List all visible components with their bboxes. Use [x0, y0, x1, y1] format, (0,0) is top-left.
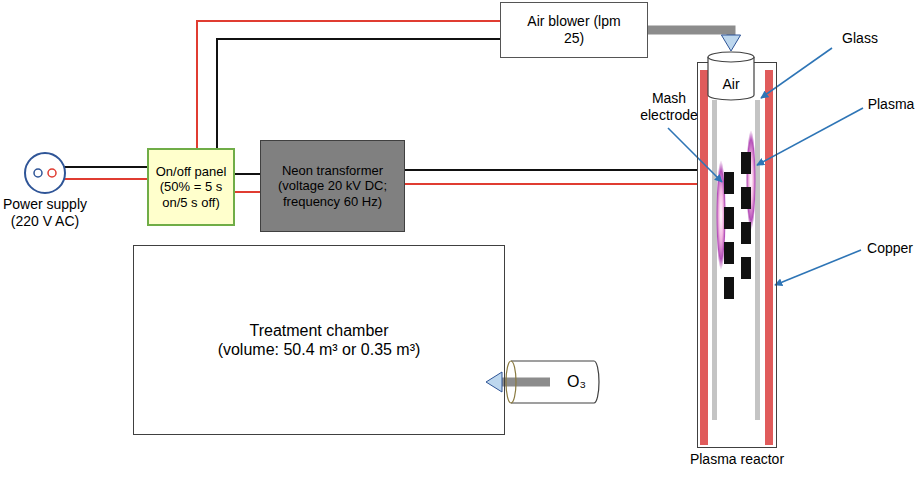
node-text: (volume: 50.4 m³ or 0.35 m³) — [218, 340, 421, 359]
air-pipe — [648, 30, 741, 51]
wire — [217, 39, 500, 148]
blower-box: Air blower (lpm 25) — [500, 2, 648, 58]
arrow-head — [721, 35, 740, 51]
part-label: Mash electrode — [634, 90, 704, 124]
node-text: On/off panel (50% = 5 s on/5 s off) — [155, 164, 227, 211]
air-inlet: Air — [707, 51, 755, 101]
transformer-box: Neon transformer (voltage 20 kV DC; freq… — [260, 140, 405, 232]
wire — [235, 173, 260, 175]
part-label: Plasma — [866, 96, 916, 113]
pipe — [648, 30, 731, 37]
wire-pair — [405, 170, 697, 184]
wire — [64, 178, 147, 180]
node-text: Plasma reactor — [690, 451, 784, 468]
ozone-flow-arrow — [486, 372, 550, 392]
socket-symbol — [22, 150, 68, 196]
node-text: Power supply (220 V AC) — [0, 196, 90, 230]
wire — [405, 169, 697, 171]
wire-pair — [64, 167, 147, 179]
node-text: Air blower (lpm 25) — [526, 13, 622, 47]
node-text: Treatment chamber — [249, 321, 388, 340]
power-socket: Power supply (220 V AC) — [0, 150, 90, 230]
mesh-electrode — [724, 152, 751, 299]
reactor-housing: AirPlasma reactor — [697, 62, 777, 448]
node-text: Neon transformer (voltage 20 kV DC; freq… — [270, 163, 395, 210]
copper-electrode — [700, 70, 708, 445]
glass-tube — [755, 100, 760, 420]
wire — [64, 166, 147, 168]
glass-tube — [712, 100, 717, 420]
node-text: O₃ — [567, 372, 586, 391]
plasma-glow — [746, 130, 756, 230]
wire — [405, 183, 697, 185]
wire-pair — [235, 174, 260, 192]
copper-electrode — [765, 70, 773, 445]
wire — [235, 191, 260, 193]
wire — [197, 21, 500, 148]
switch-panel: On/off panel (50% = 5 s on/5 s off) — [147, 148, 235, 226]
wire-pair — [197, 21, 500, 148]
treatment-chamber: Treatment chamber(volume: 50.4 m³ or 0.3… — [133, 245, 505, 435]
node-text: Air — [722, 76, 739, 93]
part-label: Glass — [835, 30, 885, 47]
ozone-outlet: O₃ — [505, 360, 600, 404]
part-label: Copper — [864, 240, 916, 257]
